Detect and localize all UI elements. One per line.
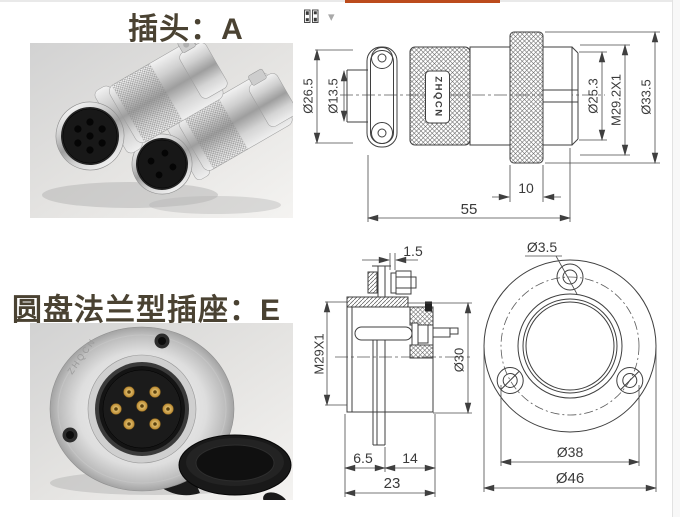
dim-nut-width: 10 [518, 180, 534, 196]
socket-photo-illustration: ZHQCN [30, 323, 293, 500]
dim-total-length: 55 [461, 201, 478, 218]
dim-flange-thickness: 1.5 [403, 243, 423, 259]
bolt-circle [500, 276, 640, 416]
plug-side-view-drawing: ZHQCN Ø26.5 Ø13.5 Ø25.3 M29.2X1 Ø33.5 10… [301, 31, 660, 222]
top-divider [0, 0, 680, 2]
dim-tail-offset: 6.5 [353, 450, 373, 466]
right-edge-divider [672, 0, 673, 517]
plug-photo-illustration [30, 43, 293, 218]
right-margin [673, 0, 680, 517]
dim-tail-span: 14 [402, 450, 418, 466]
dim-body-od: Ø30 [452, 348, 467, 373]
front-dimensions [483, 255, 657, 492]
plug-connector-back [131, 68, 293, 195]
top-accent-bar [345, 0, 500, 3]
dim-mount-hole: Ø3.5 [527, 239, 558, 255]
socket-outline [346, 265, 459, 446]
plug-section-title: 插头：A [128, 13, 244, 46]
brand-plate-label: ZHQCN [433, 76, 444, 117]
dropdown-caret-icon[interactable]: ▾ [328, 9, 335, 24]
dim-thread-spec: M29X1 [312, 333, 327, 374]
socket-dimensions [323, 253, 472, 497]
plug-dimensions [313, 31, 660, 222]
socket-side-view-drawing: 1.5 M29X1 Ø30 6.5 14 23 [312, 243, 472, 497]
dim-thread-od: Ø25.3 [586, 78, 601, 113]
dim-cable-entry: Ø13.5 [326, 78, 341, 113]
flange-socket: ZHQCN [49, 326, 235, 492]
socket-photo: ZHQCN [30, 323, 293, 500]
plug-connector-front [55, 43, 228, 171]
dim-total-length: 23 [384, 475, 401, 492]
qr-icon[interactable] [304, 9, 319, 24]
dim-flange-od: Ø46 [556, 470, 584, 487]
socket-section-title: 圆盘法兰型插座：E [12, 294, 282, 327]
flange-outline [483, 259, 657, 433]
dim-thread-spec: M29.2X1 [609, 74, 624, 126]
dim-bolt-circle: Ø38 [557, 444, 584, 460]
rubber-cap [178, 434, 292, 500]
dim-clamp-od: Ø26.5 [301, 78, 316, 113]
plug-outline [346, 31, 579, 164]
plug-socket-holes [74, 118, 106, 154]
dim-nut-od: Ø33.5 [639, 79, 654, 114]
plug-photo [30, 43, 293, 218]
socket-front-view-drawing: Ø3.5 Ø38 Ø46 [483, 239, 657, 492]
image-toolbar: ▾ [304, 9, 348, 25]
